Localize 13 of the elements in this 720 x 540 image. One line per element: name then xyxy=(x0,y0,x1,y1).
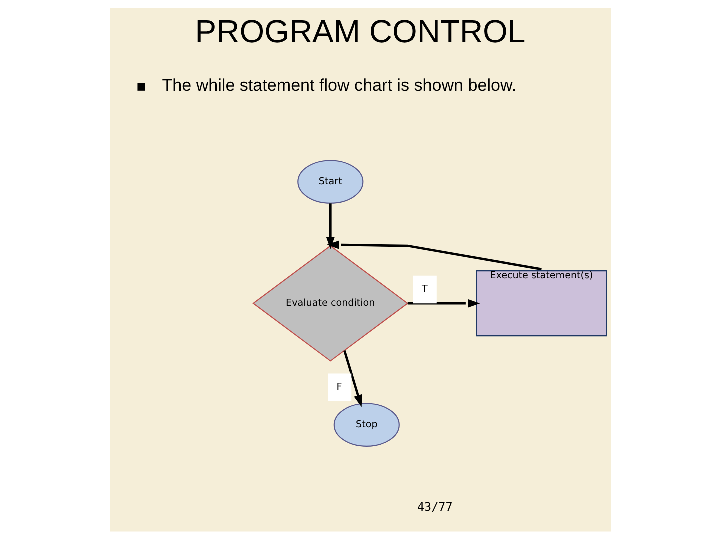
arrow xyxy=(407,299,480,308)
node-ellipse: Stop xyxy=(333,403,400,447)
label: The while statement flow chart is shown below. xyxy=(162,76,516,96)
node-box: Execute statement(s) xyxy=(476,270,607,337)
node-diamond: Evaluate condition xyxy=(252,245,408,362)
edge-label: T xyxy=(421,284,428,296)
arrow xyxy=(326,240,542,271)
label: 43/77 xyxy=(416,500,452,514)
arrow xyxy=(326,204,334,250)
edge-label: F xyxy=(336,382,342,393)
diagram-title: PROGRAM CONTROL xyxy=(194,13,526,50)
node-ellipse: Start xyxy=(297,160,364,204)
arrow xyxy=(343,350,362,408)
